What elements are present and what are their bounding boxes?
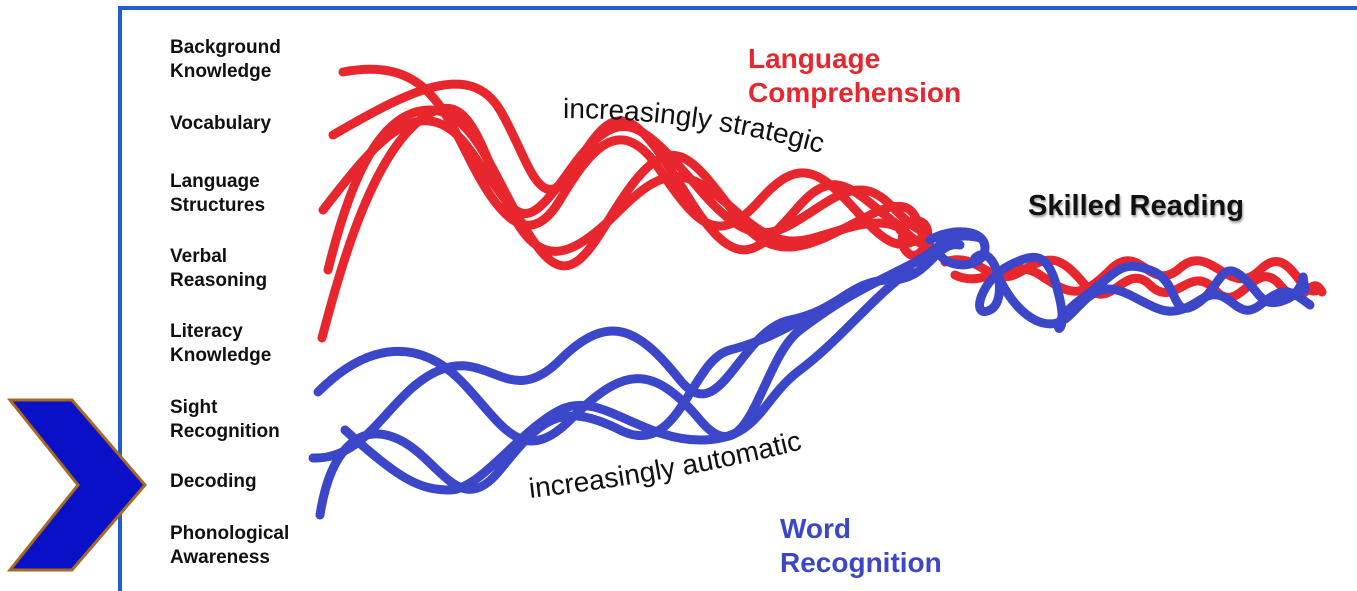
strand-literacy-knowledge bbox=[317, 103, 935, 343]
strand-skilled-blue bbox=[970, 250, 1310, 333]
chevron-right-icon bbox=[6, 398, 147, 572]
strand-vocabulary bbox=[328, 79, 910, 255]
strand-phonological-awareness bbox=[315, 245, 945, 520]
strand-loop-blue-a bbox=[925, 227, 990, 270]
strand-label-decoding: Decoding bbox=[170, 471, 257, 492]
strand-label-literacy-knowledge: Literacy Knowledge bbox=[170, 321, 272, 366]
strand-loop-red-a bbox=[895, 216, 933, 260]
strand-label-vocabulary: Vocabulary bbox=[170, 113, 272, 134]
strand-language-structures bbox=[318, 116, 925, 238]
strand-label-language-structures: Language Structures bbox=[170, 171, 266, 216]
strand-label-background-knowledge: Background Knowledge bbox=[170, 37, 281, 82]
word-recognition-heading: Word Recognition bbox=[780, 513, 942, 578]
strand-label-phonological-awareness: Phonological Awareness bbox=[170, 523, 290, 568]
skilled-reading-label: Skilled Reading bbox=[1028, 190, 1244, 222]
strand-label-verbal-reasoning: Verbal Reasoning bbox=[170, 246, 268, 291]
strand-skilled-blue-b bbox=[995, 275, 1315, 329]
strand-blue-four bbox=[340, 265, 915, 495]
language-comprehension-heading: Language Comprehension bbox=[748, 43, 962, 108]
word-recognition-strands bbox=[308, 227, 1315, 520]
strand-label-sight-recognition: Sight Recognition bbox=[170, 397, 280, 442]
